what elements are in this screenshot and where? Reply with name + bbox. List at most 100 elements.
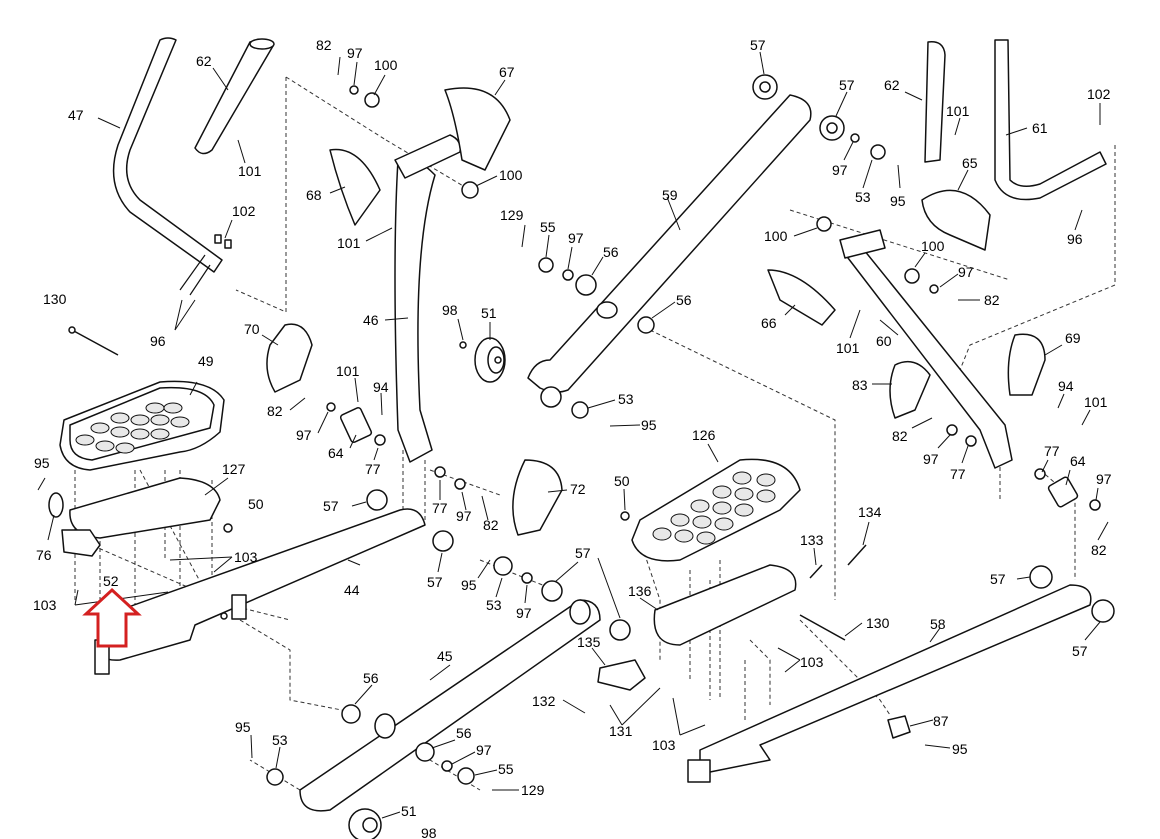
label-58: 58 <box>930 616 946 632</box>
part-135-bumper <box>597 659 646 691</box>
label-53: 53 <box>272 732 288 748</box>
part-126-pedal-right <box>631 458 801 562</box>
part-44-lower-arm-left <box>94 508 426 675</box>
part-52-bumper <box>61 529 101 557</box>
label-51: 51 <box>481 305 497 321</box>
label-94: 94 <box>373 379 389 395</box>
label-135: 135 <box>577 634 601 650</box>
part-130-bolt-left <box>68 326 119 356</box>
label-44: 44 <box>344 582 360 598</box>
label-102: 102 <box>1087 86 1111 102</box>
part-60-upright-right <box>839 229 1013 469</box>
label-97: 97 <box>347 45 363 61</box>
part-64-spacer-right <box>1047 476 1079 508</box>
label-103: 103 <box>652 737 676 753</box>
label-46: 46 <box>363 312 379 328</box>
label-133: 133 <box>800 532 824 548</box>
label-98: 98 <box>442 302 458 318</box>
label-100: 100 <box>499 167 523 183</box>
label-101: 101 <box>946 103 970 119</box>
part-87-plate <box>887 715 911 739</box>
label-56: 56 <box>363 670 379 686</box>
label-97: 97 <box>456 508 472 524</box>
label-57: 57 <box>839 77 855 93</box>
label-82: 82 <box>316 37 332 53</box>
label-95: 95 <box>34 455 50 471</box>
part-70-cover <box>266 323 313 393</box>
label-67: 67 <box>499 64 515 80</box>
bearings-and-washers <box>220 74 1115 839</box>
assembly-guide-lines <box>74 76 1116 791</box>
label-56: 56 <box>603 244 619 260</box>
label-57: 57 <box>427 574 443 590</box>
label-130: 130 <box>43 291 67 307</box>
label-101: 101 <box>836 340 860 356</box>
label-103: 103 <box>800 654 824 670</box>
label-53: 53 <box>855 189 871 205</box>
label-57: 57 <box>750 37 766 53</box>
part-61-handlebar-right <box>994 39 1107 201</box>
label-77: 77 <box>1044 443 1060 459</box>
label-97: 97 <box>832 162 848 178</box>
part-136-plate-right <box>653 564 797 646</box>
part-64-spacer-left <box>339 406 373 444</box>
label-100: 100 <box>921 238 945 254</box>
label-129: 129 <box>521 782 545 798</box>
label-82: 82 <box>892 428 908 444</box>
label-132: 132 <box>532 693 556 709</box>
label-55: 55 <box>498 761 514 777</box>
part-51-wheel-upper <box>474 337 506 383</box>
label-69: 69 <box>1065 330 1081 346</box>
label-56: 56 <box>456 725 472 741</box>
label-97: 97 <box>1096 471 1112 487</box>
part-133-spring <box>809 564 823 579</box>
part-67-cover-top <box>444 87 511 171</box>
label-95: 95 <box>461 577 477 593</box>
label-82: 82 <box>267 403 283 419</box>
part-76-bracket <box>48 492 64 518</box>
label-52: 52 <box>103 573 119 589</box>
part-47-handlebar <box>112 37 223 273</box>
label-102: 102 <box>232 203 256 219</box>
part-102-bolts <box>179 234 232 296</box>
label-83: 83 <box>852 377 868 393</box>
label-77: 77 <box>432 500 448 516</box>
label-127: 127 <box>222 461 246 477</box>
pedal-grip-pads-left <box>75 402 190 454</box>
label-97: 97 <box>476 742 492 758</box>
label-101: 101 <box>238 163 262 179</box>
part-72-cover <box>512 459 563 536</box>
part-65-cover <box>921 189 991 251</box>
label-76: 76 <box>36 547 52 563</box>
label-101: 101 <box>1084 394 1108 410</box>
part-130-bolt-right <box>799 614 846 641</box>
label-47: 47 <box>68 107 84 123</box>
label-96: 96 <box>1067 231 1083 247</box>
label-126: 126 <box>692 427 716 443</box>
up-arrow-icon <box>82 587 142 648</box>
part-127-plate-left <box>69 477 221 539</box>
part-83-bracket <box>889 360 931 419</box>
label-87: 87 <box>933 713 949 729</box>
label-101: 101 <box>337 235 361 251</box>
part-45-lower-arm-right <box>299 599 601 812</box>
part-58-lower-arm-right <box>687 584 1092 783</box>
label-62: 62 <box>884 77 900 93</box>
pedal-grip-pads-right <box>652 471 776 545</box>
label-97: 97 <box>296 427 312 443</box>
label-77: 77 <box>950 466 966 482</box>
label-96: 96 <box>150 333 166 349</box>
label-100: 100 <box>764 228 788 244</box>
label-49: 49 <box>198 353 214 369</box>
label-103: 103 <box>234 549 258 565</box>
label-129: 129 <box>500 207 524 223</box>
label-57: 57 <box>1072 643 1088 659</box>
label-57: 57 <box>990 571 1006 587</box>
part-134-bolt <box>847 544 867 566</box>
label-50: 50 <box>248 496 264 512</box>
label-100: 100 <box>374 57 398 73</box>
label-97: 97 <box>568 230 584 246</box>
label-56: 56 <box>676 292 692 308</box>
label-60: 60 <box>876 333 892 349</box>
